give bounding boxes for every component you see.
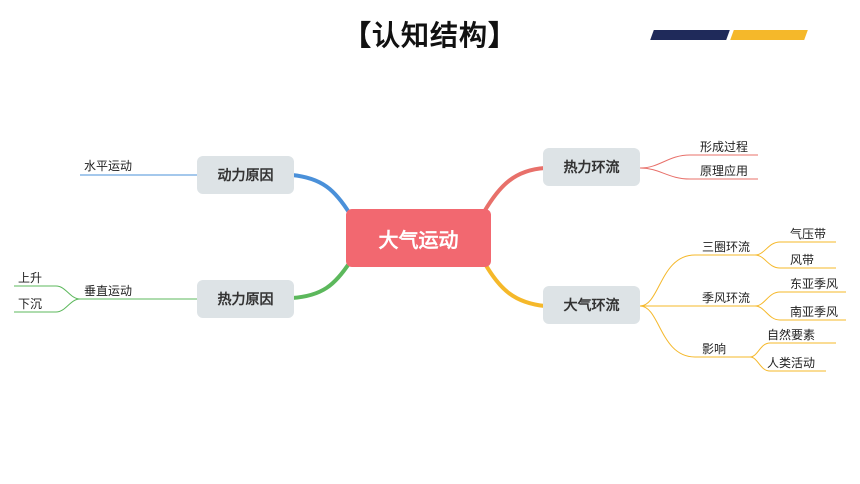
leaf-pressure-belt[interactable]: 气压带 [790,227,827,241]
link-atmospheric-circulation [482,261,546,308]
leaf-horizontal-motion[interactable]: 水平运动 [84,159,133,173]
leaf-human-activity[interactable]: 人类活动 [767,356,816,370]
link-influence [639,305,750,358]
branch-thermal-circulation[interactable]: 热力环流 [543,148,640,186]
sub-monsoon[interactable]: 季风环流 [702,291,751,305]
leaf-sink[interactable]: 下沉 [18,297,43,311]
sub-three-cell[interactable]: 三圈环流 [702,240,751,254]
link-application [639,167,758,180]
leaf-rise[interactable]: 上升 [18,271,43,285]
branch-dynamics[interactable]: 动力原因 [197,156,294,194]
branch-thermal-cause[interactable]: 热力原因 [197,280,294,318]
link-south-asia [754,305,846,321]
link-formation [639,154,758,169]
link-thermal-circulation [482,166,546,214]
leaf-south-asian-monsoon[interactable]: 南亚季风 [790,305,839,319]
leaf-wind-belt[interactable]: 风带 [790,253,815,267]
central-node[interactable]: 大气运动 [346,209,491,267]
branch-atmospheric-circulation[interactable]: 大气环流 [543,286,640,324]
leaf-vertical-motion[interactable]: 垂直运动 [84,284,133,298]
page-title: 【认知结构】 [342,19,517,52]
sub-influence[interactable]: 影响 [702,342,727,356]
link-pressure-belt [754,241,836,256]
link-sink [14,298,81,313]
link-dynamics [291,173,352,216]
link-east-asia [754,291,846,307]
link-wind-belt [754,254,836,269]
leaf-principle-application[interactable]: 原理应用 [700,164,749,178]
link-human [749,356,826,372]
link-natural [749,342,836,358]
link-three-cell [639,254,755,307]
leaf-east-asian-monsoon[interactable]: 东亚季风 [790,277,839,291]
leaf-formation-process[interactable]: 形成过程 [700,140,749,154]
leaf-natural-elements[interactable]: 自然要素 [767,328,816,342]
link-rise [14,285,81,300]
link-thermal-cause [291,260,352,300]
